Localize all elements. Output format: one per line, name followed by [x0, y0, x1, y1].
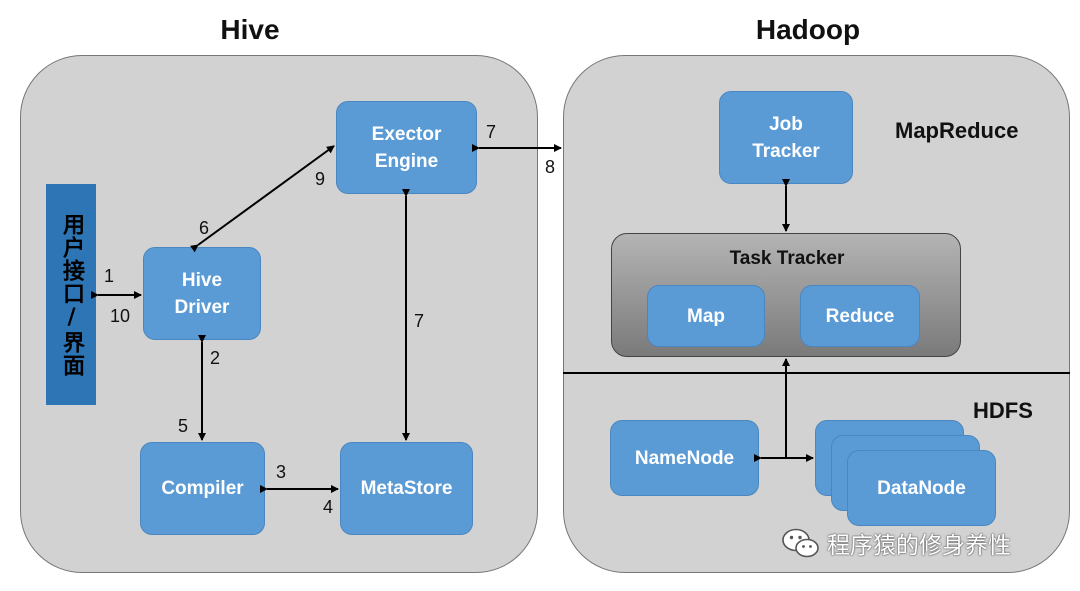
task-tracker-label: Task Tracker: [729, 248, 845, 269]
step-1: 1: [104, 266, 115, 286]
step-6: 6: [199, 218, 210, 238]
reduce-box: Reduce: [800, 285, 920, 347]
arrow-driver-engine: [189, 145, 335, 253]
compiler-box: Compiler: [140, 442, 265, 535]
step-10: 10: [110, 306, 131, 326]
wechat-icon: [781, 527, 821, 559]
step-8: 8: [545, 157, 556, 177]
exector-engine-box: Exector Engine: [336, 101, 477, 194]
task-tracker-group: Task Tracker Map Reduce: [611, 233, 961, 357]
metastore-box: MetaStore: [340, 442, 473, 535]
namenode-box: NameNode: [610, 420, 759, 496]
step-3: 3: [276, 462, 287, 482]
job-tracker-box: Job Tracker: [719, 91, 853, 184]
hive-title: Hive: [220, 14, 280, 45]
hdfs-label: HDFS: [973, 398, 1033, 423]
step-2: 2: [210, 348, 221, 368]
hadoop-title: Hadoop: [755, 14, 861, 45]
step-7: 7: [486, 122, 497, 142]
step-5: 5: [178, 416, 189, 436]
map-box: Map: [647, 285, 765, 347]
watermark-text: 程序猿的修身养性: [827, 533, 1011, 559]
datanode-box: DataNode: [847, 450, 996, 526]
step-4: 4: [323, 497, 334, 517]
step-7-engine-metastore: 7: [414, 311, 425, 331]
mapreduce-label: MapReduce: [895, 118, 1019, 143]
watermark: 程序猿的修身养性: [781, 526, 1011, 560]
user-interface-bar: 用户接口/界面: [46, 184, 96, 405]
step-9: 9: [315, 169, 326, 189]
